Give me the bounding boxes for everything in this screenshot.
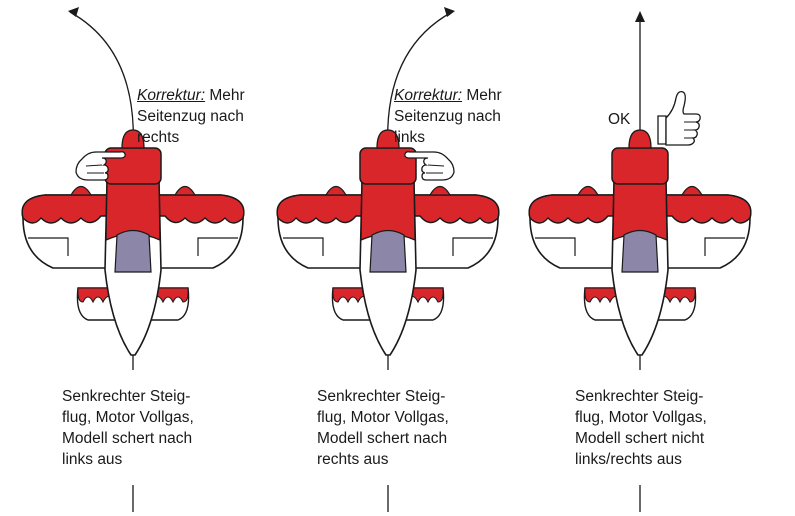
panel-1-graphics (21, 7, 245, 512)
thumbs-up-icon (657, 90, 701, 146)
panel-1-airplane (21, 129, 245, 356)
panel-1-flight-path (69, 11, 134, 151)
panel-2-caption: Senkrechter Steig- flug, Motor Vollgas, … (317, 386, 517, 470)
panel-1-arrowhead (68, 7, 79, 17)
panel-3-caption-line-2: flug, Motor Vollgas, (575, 409, 707, 426)
panel-3-caption-line-3: Modell schert nicht (575, 430, 705, 447)
panel-2-correction-label: Korrektur: (394, 87, 463, 104)
panel-2-caption-line-3: Modell schert nach (317, 430, 448, 447)
panel-1-caption-line-2: flug, Motor Vollgas, (62, 409, 194, 426)
panel-2-correction-line-3: links (394, 129, 426, 146)
panel-1-correction-label: Korrektur: (137, 87, 206, 104)
panel-3-graphics (528, 11, 752, 512)
panel-1-caption-line-1: Senkrechter Steig- (62, 388, 191, 405)
panel-1-correction: Korrektur: Mehr Seitenzug nach rechts (137, 85, 245, 148)
panel-2-arrowhead (444, 7, 455, 17)
panel-2-correction-line-2: Seitenzug nach (394, 108, 501, 125)
panel-3-airplane (528, 129, 752, 356)
panel-2-caption-line-2: flug, Motor Vollgas, (317, 409, 449, 426)
panel-3-caption: Senkrechter Steig- flug, Motor Vollgas, … (575, 386, 775, 470)
panel-2-caption-line-4: rechts aus (317, 451, 389, 468)
panel-3-status-label: OK (608, 111, 631, 128)
panel-3-caption-line-1: Senkrechter Steig- (575, 388, 704, 405)
panel-1-caption-line-4: links aus (62, 451, 123, 468)
panel-1-caption: Senkrechter Steig- flug, Motor Vollgas, … (62, 386, 262, 470)
panel-1-correction-line-2: Seitenzug nach (137, 108, 244, 125)
panel-2-flight-path (387, 11, 453, 151)
panel-1-correction-line-3: rechts (137, 129, 180, 146)
panel-2-graphics (276, 7, 500, 512)
panel-1-caption-line-3: Modell schert nach (62, 430, 193, 447)
panel-3-caption-line-4: links/rechts aus (575, 451, 682, 468)
panel-2-airplane (276, 129, 500, 356)
panel-2-caption-line-1: Senkrechter Steig- (317, 388, 446, 405)
panel-2-correction-line-1: Mehr (466, 87, 502, 104)
panel-3-arrowhead (635, 11, 645, 22)
panel-2-correction: Korrektur: Mehr Seitenzug nach links (394, 85, 502, 148)
panel-1-correction-line-1: Mehr (209, 87, 245, 104)
